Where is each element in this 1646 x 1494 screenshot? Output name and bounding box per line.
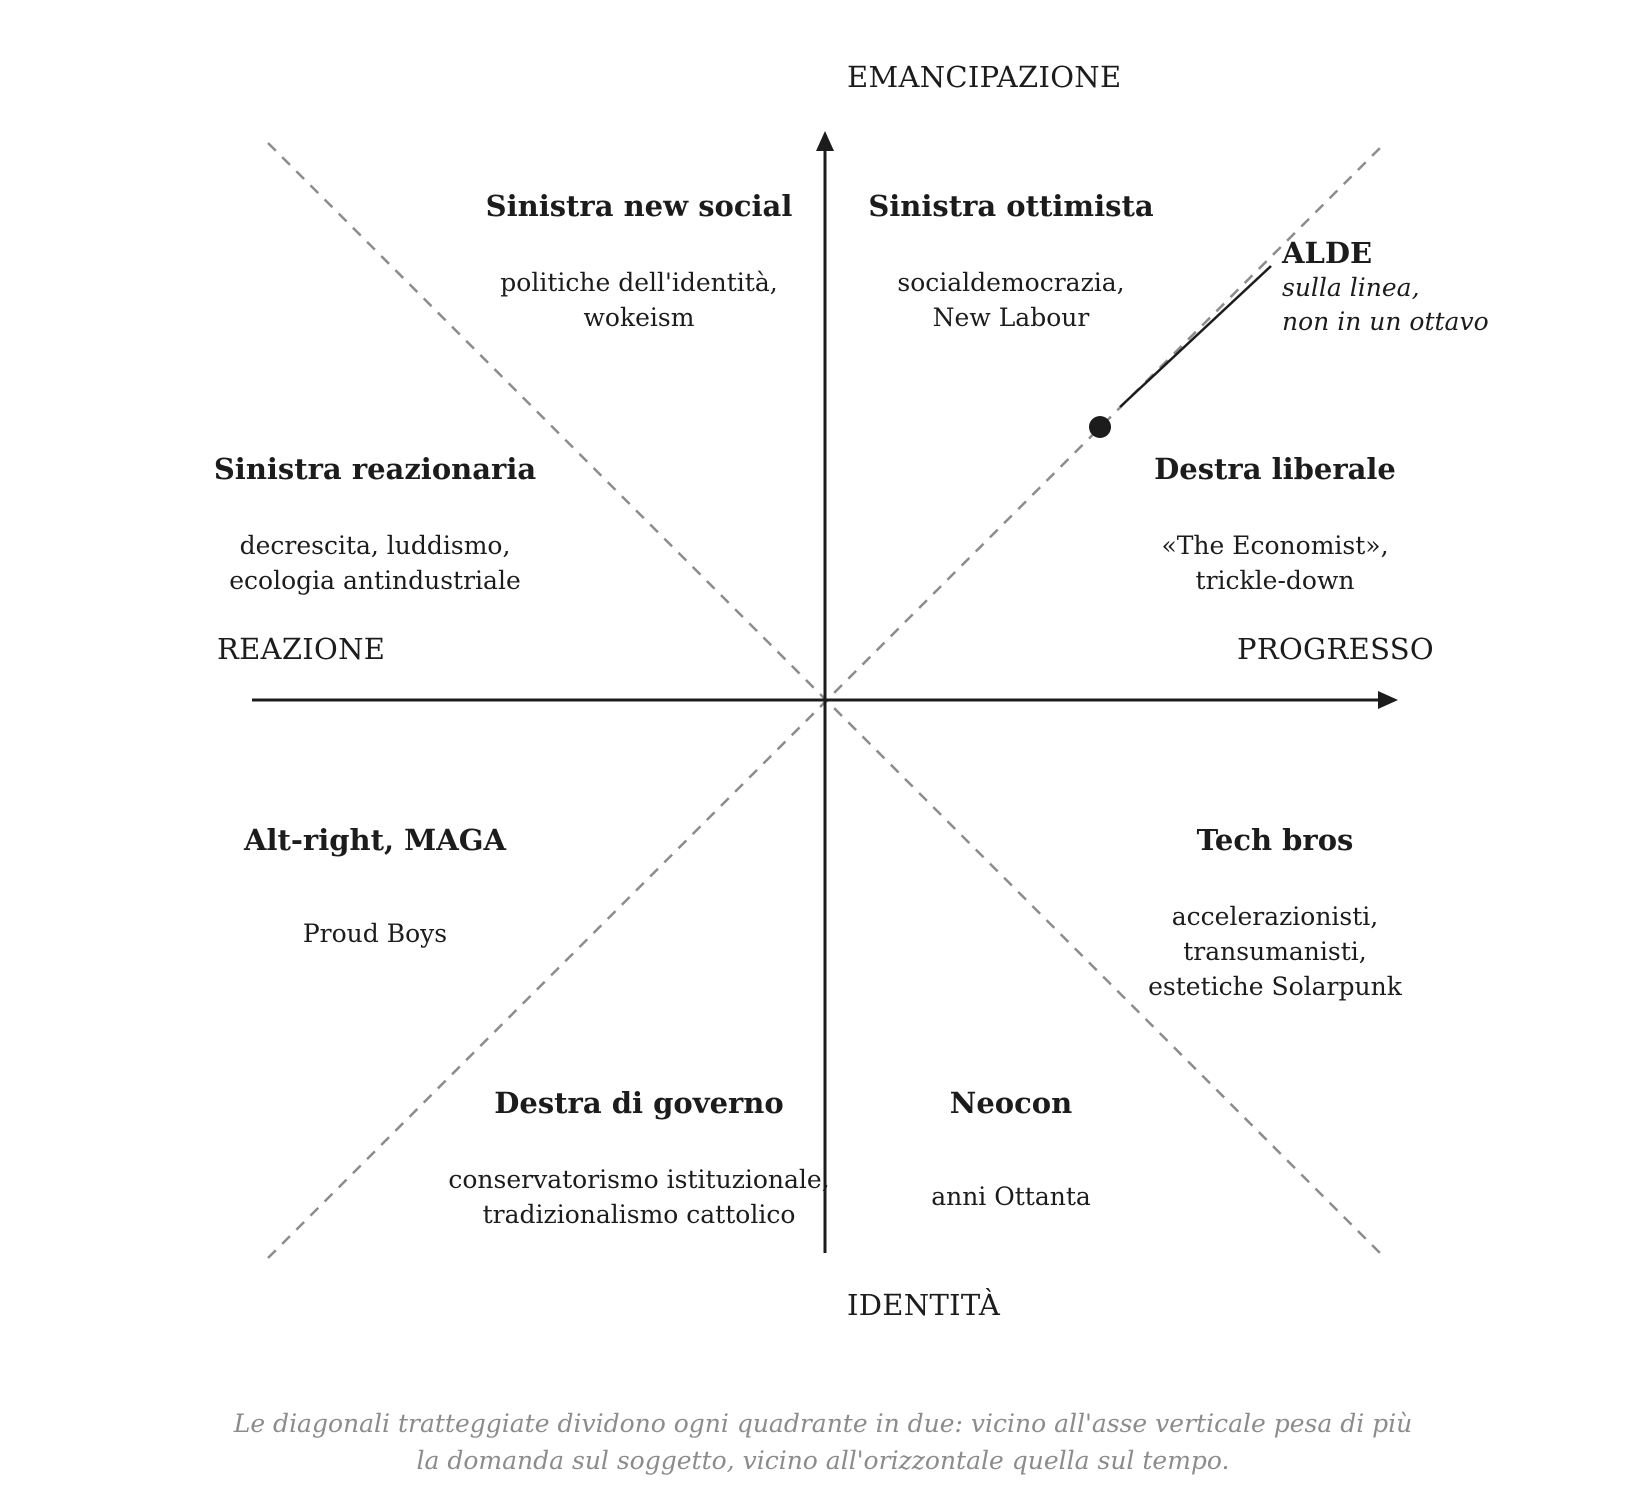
- octant-description: socialdemocrazia, New Labour: [897, 268, 1125, 332]
- octant-description: decrescita, luddismo, ecologia antindust…: [229, 531, 521, 595]
- octant-neocon: Neocon anni Ottanta: [931, 1085, 1091, 1214]
- caption: Le diagonali tratteggiate dividono ogni …: [233, 1409, 1413, 1475]
- octant-description: accelerazionisti, transumanisti, estetic…: [1148, 902, 1402, 1001]
- axis-label-top: EMANCIPAZIONE: [847, 60, 1122, 94]
- octant-title: Destra di governo: [494, 1086, 784, 1120]
- alde-title: ALDE: [1282, 236, 1373, 270]
- octant-title: Tech bros: [1196, 823, 1354, 857]
- octant-description: politiche dell'identità, wokeism: [500, 268, 778, 332]
- octant-title: Destra liberale: [1154, 452, 1396, 486]
- axis-label-bottom: IDENTITÀ: [847, 1288, 1001, 1322]
- axis-label-right: PROGRESSO: [1237, 632, 1434, 666]
- octant-title: Neocon: [949, 1086, 1073, 1120]
- alde-label: ALDE sulla linea, non in un ottavo: [1282, 235, 1489, 339]
- octant-title: Sinistra ottimista: [868, 189, 1154, 223]
- octant-title: Alt-right, MAGA: [243, 823, 507, 857]
- octant-sinistra-reazionaria: Sinistra reazionaria decrescita, luddism…: [214, 451, 536, 598]
- axis-label-left: REAZIONE: [217, 632, 386, 666]
- octant-destra-di-governo: Destra di governo conservatorismo istitu…: [448, 1085, 829, 1232]
- octant-title: Sinistra reazionaria: [213, 452, 537, 486]
- octant-sinistra-ottimista: Sinistra ottimista socialdemocrazia, New…: [868, 188, 1153, 335]
- octant-description: Proud Boys: [302, 919, 448, 948]
- octant-sinistra-new-social: Sinistra new social politiche dell'ident…: [486, 188, 793, 335]
- alde-marker-dot: [1089, 416, 1111, 438]
- octant-destra-liberale: Destra liberale «The Economist», trickle…: [1154, 451, 1396, 598]
- vertical-axis-arrowhead: [816, 131, 834, 151]
- horizontal-axis-arrowhead: [1378, 691, 1398, 709]
- alde-note: sulla linea, non in un ottavo: [1282, 273, 1489, 336]
- octant-description: «The Economist», trickle-down: [1161, 531, 1389, 595]
- octant-description: anni Ottanta: [931, 1182, 1091, 1211]
- octant-alt-right: Alt-right, MAGA Proud Boys: [244, 822, 506, 951]
- octant-description: conservatorismo istituzionale, tradizion…: [448, 1165, 830, 1229]
- octant-tech-bros: Tech bros accelerazionisti, transumanist…: [1090, 822, 1461, 1004]
- octant-title: Sinistra new social: [485, 189, 793, 223]
- alde-leader-line: [1119, 265, 1272, 408]
